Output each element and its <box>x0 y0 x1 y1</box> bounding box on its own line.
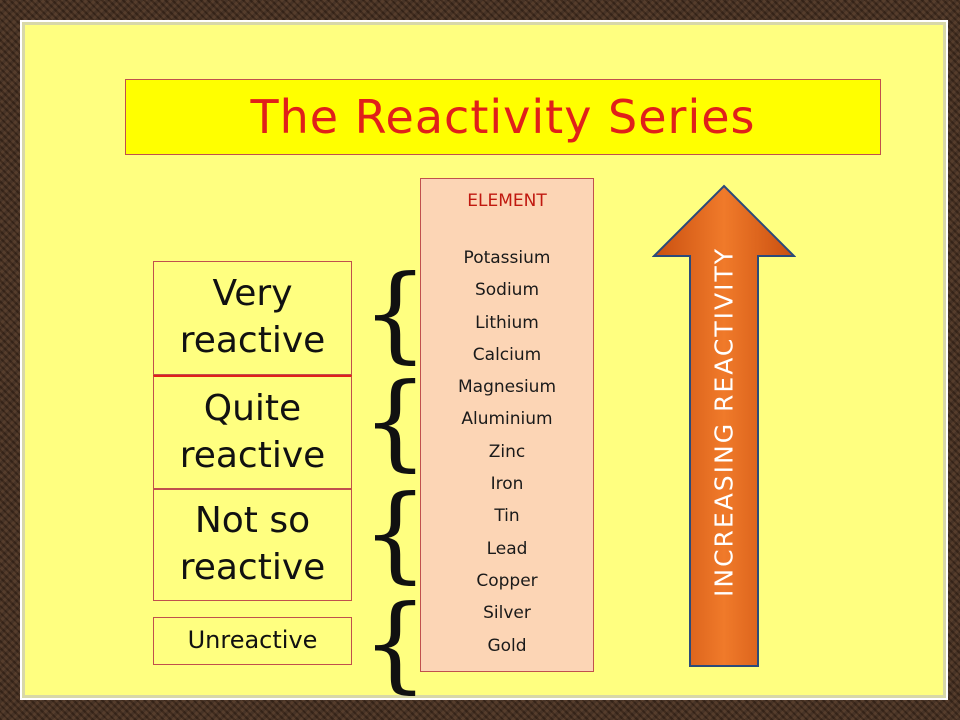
curly-brace-icon: { <box>362 360 429 482</box>
element-header: ELEMENT <box>467 191 547 211</box>
curly-brace-icon: { <box>362 582 429 704</box>
level-quite-reactive: Quite reactive <box>153 375 352 489</box>
up-arrow-icon <box>652 184 796 667</box>
page-title: The Reactivity Series <box>250 90 756 144</box>
element-item: Gold <box>487 635 527 656</box>
element-item: Aluminium <box>461 409 553 430</box>
title-banner: The Reactivity Series <box>125 79 881 155</box>
level-label: Unreactive <box>187 626 318 655</box>
arrow-label: INCREASING REACTIVITY <box>709 246 739 598</box>
element-item: Silver <box>483 603 531 624</box>
level-unreactive: Unreactive <box>153 617 352 665</box>
level-label: Quite reactive <box>179 387 326 476</box>
element-item: Calcium <box>472 344 542 365</box>
curly-brace-icon: { <box>362 472 429 594</box>
element-item: Copper <box>476 570 538 591</box>
level-label: Not so reactive <box>179 500 326 588</box>
element-list-panel: ELEMENT Potassium Sodium Lithium Calcium… <box>420 178 594 672</box>
element-list: Potassium Sodium Lithium Calcium Magnesi… <box>421 242 593 662</box>
slide-canvas: The Reactivity Series Very reactive Quit… <box>20 20 948 700</box>
level-very-reactive: Very reactive <box>153 261 352 375</box>
element-item: Zinc <box>488 441 526 462</box>
element-item: Magnesium <box>457 377 557 398</box>
element-item: Sodium <box>474 280 540 301</box>
element-item: Lithium <box>475 312 539 333</box>
level-label: Very reactive <box>179 273 326 361</box>
curly-brace-icon: { <box>362 252 429 374</box>
level-not-so-reactive: Not so reactive <box>153 489 352 601</box>
element-item: Potassium <box>463 248 551 268</box>
element-item: Lead <box>486 538 528 559</box>
element-item: Tin <box>494 506 520 527</box>
element-item: Iron <box>490 474 524 495</box>
